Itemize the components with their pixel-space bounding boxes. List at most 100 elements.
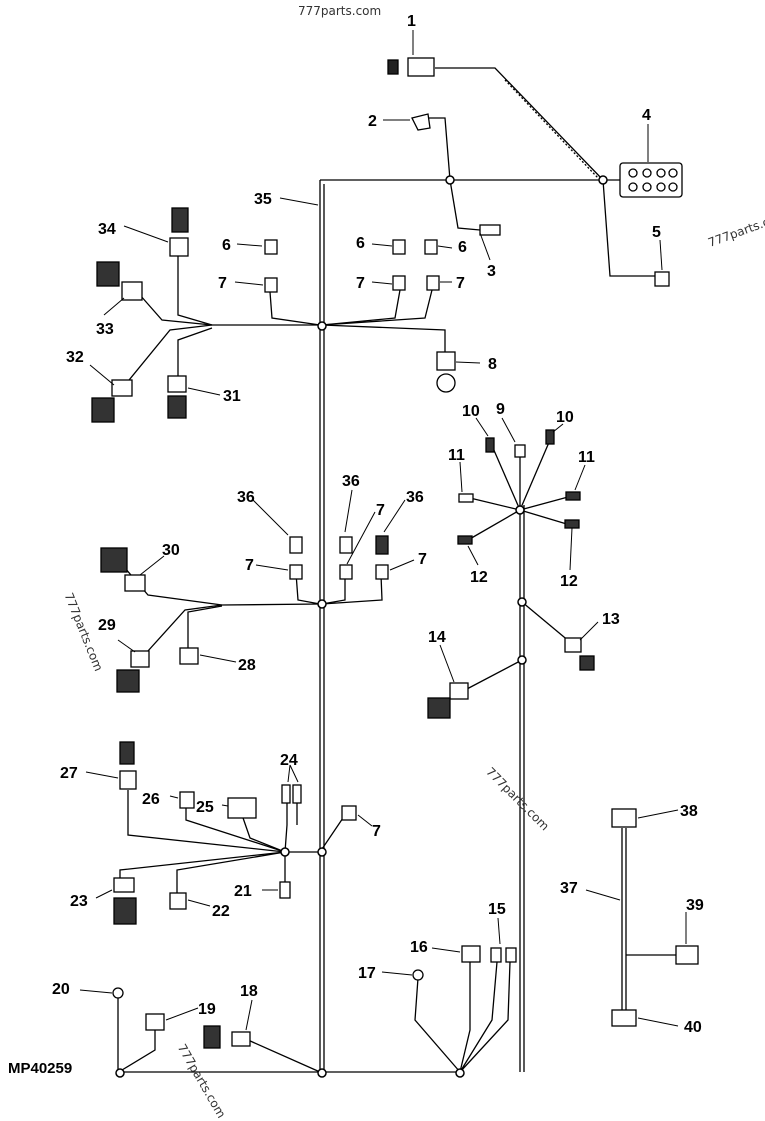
callout-label: 2	[368, 113, 377, 130]
connector-9	[514, 444, 526, 458]
junction-node	[445, 175, 455, 185]
junction-node	[317, 599, 327, 609]
callout-label: 17	[358, 965, 376, 982]
connector-38	[611, 808, 637, 828]
connector-6	[392, 239, 406, 255]
callout-label: 40	[684, 1019, 702, 1036]
connector-5	[654, 271, 670, 287]
connector-7	[375, 564, 389, 580]
callout-label: 19	[198, 1001, 216, 1018]
wire-star-11a	[469, 497, 521, 511]
callout-label: 12	[560, 573, 578, 590]
callout-label: 7	[376, 502, 385, 519]
callout-label: 1	[407, 13, 416, 30]
callout-label: 33	[96, 321, 114, 338]
callout-label: 4	[642, 107, 651, 124]
leader-lines	[79, 30, 687, 1031]
connector-29-plug	[116, 669, 140, 693]
callout-label: 7	[372, 823, 381, 840]
connector-39	[675, 945, 699, 965]
wire-22	[176, 851, 286, 895]
wire-15	[459, 961, 511, 1073]
connector-10	[545, 429, 555, 445]
connector-7	[426, 275, 440, 291]
connector-1-plug	[387, 59, 399, 75]
wiring-harness-diagram: 1 2 3 4 5 6 6 6 7 7 7 7 7 7 7 8 9 10 10 …	[52, 13, 704, 1078]
connector-33	[121, 281, 143, 301]
connector-34	[169, 237, 189, 257]
callout-label: 14	[428, 629, 446, 646]
wire-33	[139, 294, 320, 326]
connector-16	[461, 945, 481, 963]
callout-label: 27	[60, 765, 78, 782]
connector-7	[392, 275, 406, 291]
callout-label: 23	[70, 893, 88, 910]
callout-label: 8	[488, 356, 497, 373]
harness-37-wire	[621, 828, 680, 1010]
callout-label: 6	[458, 239, 467, 256]
wire-to-2	[428, 117, 451, 181]
wire-to-5	[602, 179, 655, 277]
wire-29	[137, 604, 223, 663]
wire-24	[284, 803, 298, 853]
callout-labels: 1 2 3 4 5 6 6 6 7 7 7 7 7 7 7 8 9 10 10 …	[52, 13, 704, 1036]
wire-star-12a	[467, 509, 521, 541]
wire-13	[521, 601, 571, 643]
connector-24	[281, 784, 291, 804]
wire-to-1	[435, 67, 604, 181]
connector-6	[264, 239, 278, 255]
callout-label: 35	[254, 191, 272, 208]
relay-block-4-pins	[628, 168, 678, 192]
connector-27	[119, 770, 137, 790]
connector-36	[339, 536, 353, 554]
connector-11	[565, 491, 581, 501]
callout-label: 36	[406, 489, 424, 506]
callout-label: 7	[456, 275, 465, 292]
callout-label: 10	[556, 409, 574, 426]
callout-label: 6	[356, 235, 365, 252]
wire-27	[127, 790, 286, 853]
connector-14-plug	[427, 697, 451, 719]
callout-label: 39	[686, 897, 704, 914]
callout-label: 13	[602, 611, 620, 628]
callout-label: 5	[652, 224, 661, 241]
callout-label: 36	[237, 489, 255, 506]
connector-33-plug	[96, 261, 120, 287]
wire-8	[321, 324, 446, 360]
callout-label: 11	[578, 449, 595, 466]
connector-20	[112, 987, 124, 999]
connector-24	[292, 784, 302, 804]
relay-block-4	[619, 162, 683, 198]
wire-36-7b	[321, 575, 346, 605]
connector-32-plug	[91, 397, 115, 423]
wire-28	[187, 605, 223, 660]
connector-34-plug	[171, 207, 189, 233]
junction-node	[115, 1068, 125, 1078]
wire-36-7a	[295, 572, 321, 605]
callout-label: 36	[342, 473, 360, 490]
connector-7	[341, 805, 357, 821]
callout-label: 26	[142, 791, 160, 808]
connector-26	[179, 791, 195, 809]
connector-18-plug	[203, 1025, 221, 1049]
watermark: 777parts.com	[298, 4, 382, 18]
wire-6-7b	[321, 289, 401, 326]
wire-star-10a	[492, 447, 521, 511]
callout-label: 18	[240, 983, 258, 1000]
callout-label: 20	[52, 981, 70, 998]
wire-to-3	[449, 179, 481, 231]
callout-label: 3	[487, 263, 496, 280]
connector-2	[411, 113, 431, 131]
connector-30	[124, 574, 146, 592]
callout-label: 12	[470, 569, 488, 586]
callout-label: 22	[212, 903, 230, 920]
wire-26	[185, 806, 286, 853]
connector-27-plug	[119, 741, 135, 765]
connector-7	[264, 277, 278, 293]
callout-label: 6	[222, 237, 231, 254]
wire-25	[241, 814, 286, 853]
connector-23	[113, 877, 135, 893]
connector-12	[564, 519, 580, 529]
wire-14	[464, 659, 523, 691]
connector-21	[279, 881, 291, 899]
